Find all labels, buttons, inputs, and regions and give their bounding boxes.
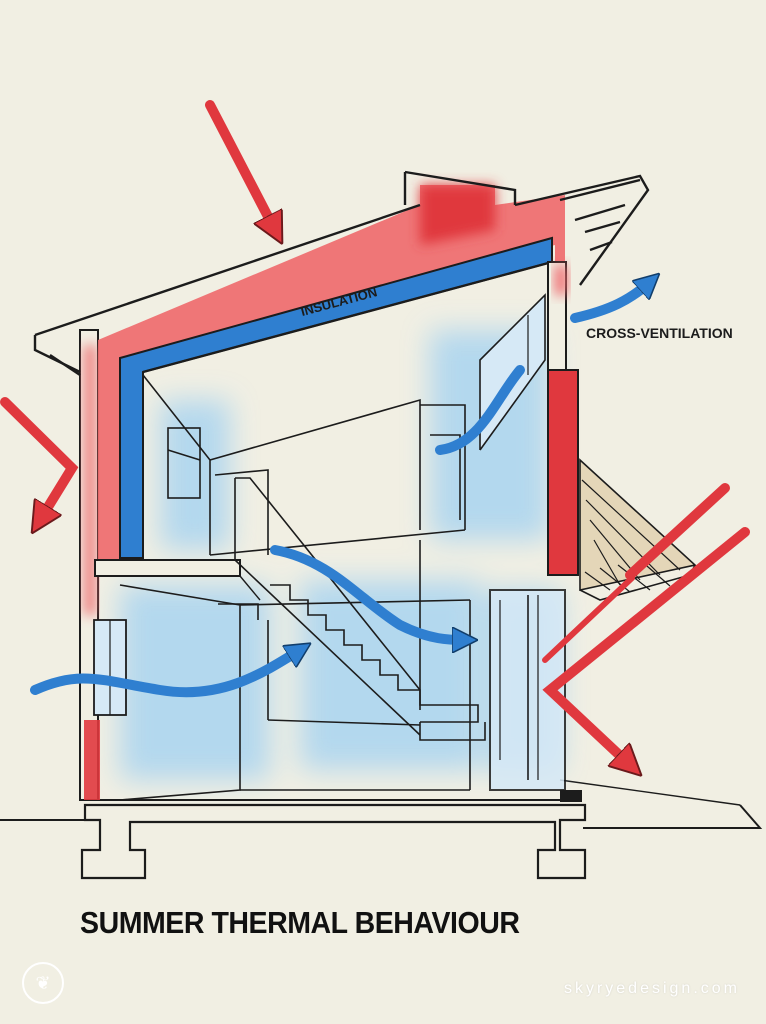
sun-arrow-roof [205, 100, 275, 230]
sun-arrow-right-inner [542, 575, 635, 663]
interior-lines [119, 374, 471, 801]
foundation [80, 803, 587, 880]
mezzanine-floor [94, 559, 261, 601]
roof-outline [33, 170, 650, 376]
airflow-arrow-stair [270, 545, 465, 640]
diagram-title: SUMMER THERMAL BEHAVIOUR [80, 905, 520, 940]
airflow-arrow-left-inlet [30, 650, 300, 698]
brand-logo-icon: ❦ [22, 962, 64, 1004]
watermark-text: skyryedesign.com [563, 980, 740, 997]
sun-arrow-left-wall [0, 397, 79, 520]
heat-arrows [0, 100, 750, 765]
shading-canopy [579, 458, 697, 601]
ground [0, 779, 763, 829]
sun-arrow-right-reflect [542, 527, 750, 765]
airflow-arrows [30, 282, 650, 698]
cross-ventilation-label: CROSS-VENTILATION [586, 325, 733, 341]
airflow-arrow-upper [435, 365, 525, 455]
airflow-arrow-outlet [570, 282, 650, 323]
staircase [218, 477, 486, 741]
sun-arrow-right-reflect-upper [625, 483, 730, 580]
roof-heat-layer [98, 185, 565, 560]
